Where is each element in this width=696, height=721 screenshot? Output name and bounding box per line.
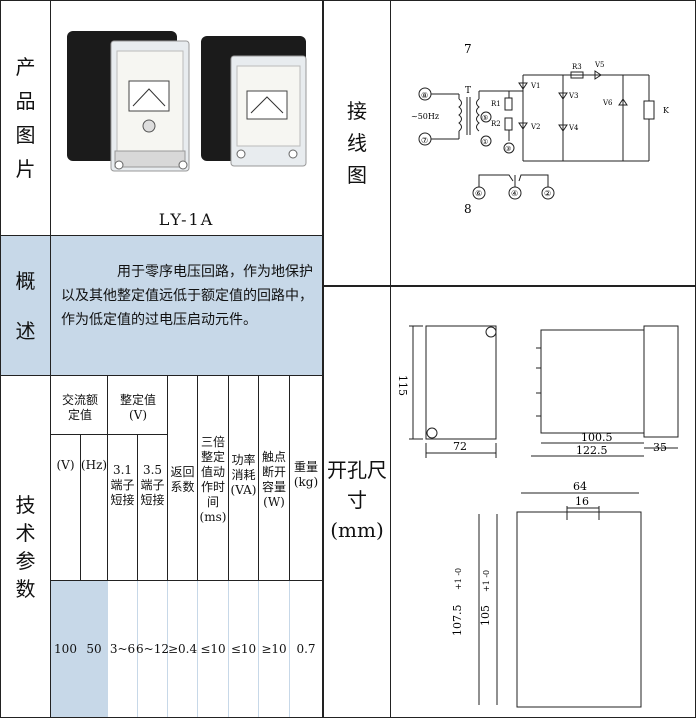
dim-hole-h2-tol: +1 -0 — [482, 570, 491, 592]
tbl-v4 — [167, 376, 168, 717]
dim-hole-h1: 107.5 — [451, 605, 464, 637]
tbl-v7 — [258, 376, 259, 717]
summary-body: 用于零序电压回路，作为地保护以及其他整定值远低于额定值的回路中，作为低定值的过电… — [51, 236, 322, 375]
hdr-s1: 3.1端子短接 — [110, 462, 135, 507]
divider-mid — [322, 0, 324, 718]
source-label: ~50Hz — [411, 112, 439, 121]
value-s1: 3~6 — [108, 581, 137, 717]
r3-label: R3 — [572, 63, 582, 71]
label-8: 8 — [464, 202, 472, 216]
tbl-v3 — [137, 434, 138, 717]
terminal-3: ③ — [505, 145, 511, 153]
terminal-8: ⑧ — [421, 91, 428, 100]
tbl-h1 — [51, 434, 167, 435]
product-label-text: 产品图片 — [15, 55, 36, 181]
v3-label: V3 — [568, 92, 579, 100]
dim-depth1: 100.5 — [581, 431, 613, 444]
hdr-s2: 3.5端子短接 — [140, 462, 165, 507]
border-left — [0, 0, 1, 718]
summary-label-text: 概述 — [15, 268, 36, 343]
v1-label: V1 — [530, 82, 541, 90]
hdr-hz: (Hz) — [80, 457, 108, 472]
value-s2: 6~12 — [136, 581, 169, 717]
terminal-6: ⑥ — [475, 189, 482, 198]
terminal-1: ① — [482, 138, 488, 146]
value-v: 100 — [54, 641, 77, 656]
terminal-4: ④ — [511, 189, 518, 198]
value-triple: ≤10 — [198, 581, 228, 717]
dim-hole-h1-tol: +1 -0 — [454, 568, 463, 590]
summary-label: 概述 — [1, 236, 50, 375]
relay-k-label: K — [663, 106, 670, 115]
relay-photo-illustration — [67, 31, 307, 172]
v5-label: V5 — [594, 61, 605, 69]
divider-right-label — [390, 0, 391, 718]
hdr-setting: 整定值(V) — [119, 393, 156, 422]
model-caption: LY-1A — [158, 210, 215, 229]
wiring-diagram: 7 8 ⑧ ⑦ ~50Hz T ⑤ ① R1 R2 ③ — [391, 1, 695, 285]
v2-label: V2 — [530, 123, 541, 131]
hdr-triple: 三倍整定值动作时间(ms) — [199, 435, 227, 524]
value-return: ≥0.4 — [168, 581, 197, 717]
cutout-drawing: 115 72 100.5 122.5 35 64 16 107.5 +1 -0 … — [396, 325, 679, 708]
r2-label: R2 — [491, 120, 501, 128]
tbl-v5 — [197, 376, 198, 717]
v4-label: V4 — [568, 124, 579, 132]
tbl-v8 — [289, 376, 290, 717]
divider-row1 — [0, 235, 323, 236]
hdr-v: (V) — [56, 457, 75, 472]
divider-row2 — [0, 375, 323, 376]
transformer-label: T — [465, 86, 471, 96]
wiring-label-text: 接线图 — [347, 99, 367, 187]
cutout-diagram: 115 72 100.5 122.5 35 64 16 107.5 +1 -0 … — [391, 288, 695, 717]
hdr-rated: 交流额定值 — [61, 393, 98, 422]
dim-slot-w: 16 — [575, 495, 589, 508]
tbl-h2 — [51, 580, 322, 581]
hdr-contact: 触点断开容量(W) — [261, 450, 286, 509]
dim-front: 35 — [653, 441, 667, 454]
cutout-label-text: 开孔尺寸(mm) — [327, 458, 387, 542]
wiring-label: 接线图 — [324, 1, 390, 285]
dim-hole-w: 64 — [573, 480, 587, 493]
label-7: 7 — [464, 42, 472, 56]
value-contact: ≥10 — [259, 581, 289, 717]
wiring-schematic: 7 8 ⑧ ⑦ ~50Hz T ⑤ ① R1 R2 ③ — [411, 42, 670, 216]
terminal-5: ⑤ — [482, 114, 488, 122]
product-photo — [51, 1, 322, 206]
terminal-2: ② — [544, 189, 551, 198]
dim-width: 72 — [453, 440, 467, 453]
tbl-v6 — [228, 376, 229, 717]
dim-depth2: 122.5 — [576, 444, 608, 457]
tbl-v1 — [80, 434, 81, 717]
r1-label: R1 — [491, 100, 501, 108]
tech-label-text: 技术参数 — [15, 492, 36, 601]
divider-right-row — [323, 285, 696, 287]
product-label: 产品图片 — [1, 1, 50, 235]
divider-label-col — [50, 0, 51, 718]
hdr-power: 功率消耗(VA) — [230, 452, 257, 497]
cutout-label: 开孔尺寸(mm) — [324, 430, 390, 570]
summary-text: 用于零序电压回路，作为地保护以及其他整定值远低于额定值的回路中，作为低定值的过电… — [61, 264, 313, 328]
dim-hole-h2: 105 — [479, 605, 492, 626]
value-power: ≤10 — [229, 581, 258, 717]
value-weight: 0.7 — [290, 581, 322, 717]
dim-height: 115 — [396, 375, 409, 396]
value-hz: 50 — [86, 641, 102, 656]
terminal-7: ⑦ — [421, 136, 428, 145]
hdr-return: 返回系数 — [170, 465, 195, 494]
tech-label: 技术参数 — [1, 376, 50, 717]
border-top — [0, 0, 696, 1]
v6-label: V6 — [602, 99, 613, 107]
hdr-weight: 重量(kg) — [293, 460, 319, 489]
tbl-v2 — [107, 376, 108, 717]
